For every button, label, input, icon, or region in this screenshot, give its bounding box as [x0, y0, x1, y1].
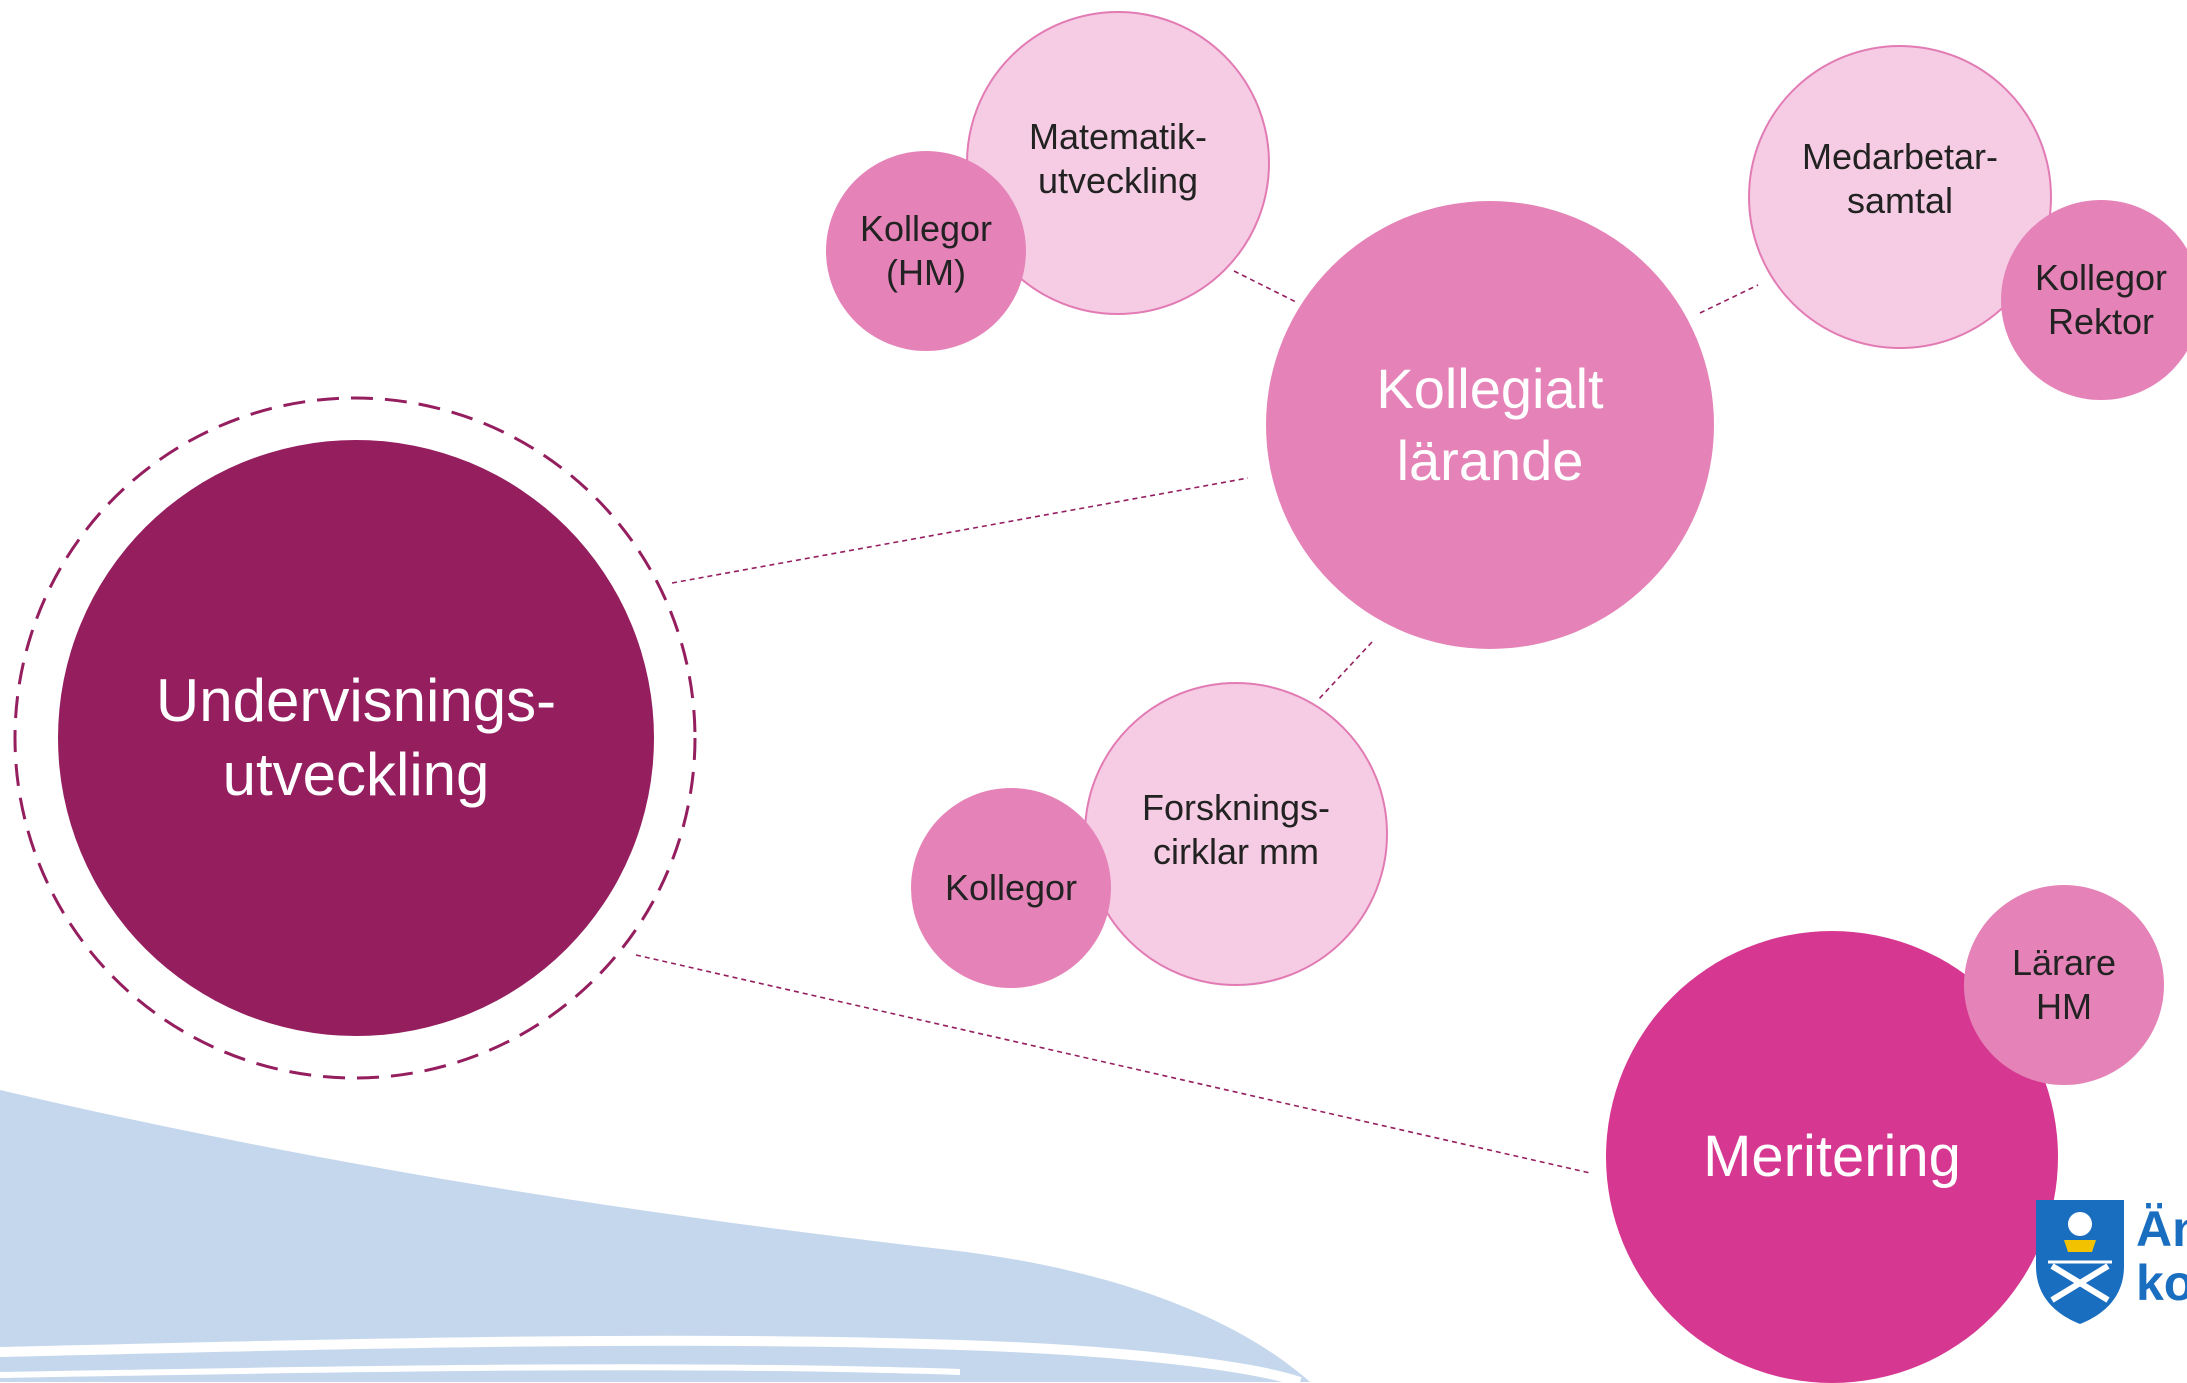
forskningscirklar-node: Forsknings- cirklar mm	[1084, 682, 1388, 986]
larare-hm-label: Lärare HM	[2011, 942, 2117, 1027]
logo-text: Än ko	[2136, 1201, 2187, 1311]
kollegor-label: Kollegor	[944, 867, 1078, 908]
connector-center-kollegialt	[671, 477, 1249, 584]
coat-of-arms-icon	[2036, 1200, 2124, 1324]
kollegor-hm-node: Kollegor (HM)	[826, 151, 1026, 351]
kollegor-hm-label: Kollegor (HM)	[859, 208, 993, 293]
undervisningsutveckling-label: Undervisnings- utveckling	[155, 667, 557, 808]
kollegialt-larande-label: Kollegialt lärande	[1376, 357, 1604, 492]
larare-hm-node: Lärare HM	[1964, 885, 2164, 1085]
wave-shape	[0, 1090, 1310, 1382]
undervisningsutveckling-node: Undervisnings- utveckling	[58, 440, 654, 1036]
kollegor-rektor-node: Kollegor Rektor	[2001, 200, 2187, 400]
municipality-logo: Än ko	[2018, 1196, 2187, 1326]
meritering-label: Meritering	[1703, 1124, 1961, 1189]
kollegor-node: Kollegor	[911, 788, 1111, 988]
wave-line	[0, 1335, 1302, 1382]
forskningscirklar-label: Forsknings- cirklar mm	[1141, 787, 1331, 872]
kollegialt-larande-node: Kollegialt lärande	[1266, 201, 1714, 649]
kollegor-rektor-label: Kollegor Rektor	[2034, 257, 2168, 342]
connector-kollegialt-forsknings	[1317, 641, 1373, 701]
connector-center-meritering	[635, 954, 1591, 1174]
connector-kollegialt-medarbetar	[1699, 284, 1759, 314]
wave-line	[0, 1364, 961, 1378]
medarbetarsamtal-label: Medarbetar- samtal	[1801, 136, 1999, 221]
connector-kollegialt-matematik	[1233, 270, 1297, 303]
center-ring	[13, 396, 697, 1080]
matematikutveckling-label: Matematik- utveckling	[1028, 116, 1208, 201]
